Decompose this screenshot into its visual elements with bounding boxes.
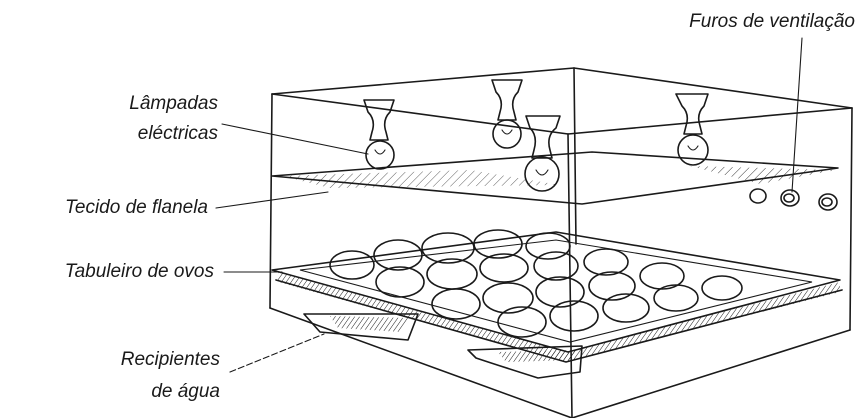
lamps-label-line2: eléctricas — [60, 122, 218, 145]
vent-holes-label: Furos de ventilação — [600, 10, 855, 33]
vent-holes — [750, 189, 837, 210]
water-containers-label-line2: de água — [40, 380, 220, 403]
bulb-2 — [492, 80, 522, 148]
lamps-label-line1: Lâmpadas — [60, 92, 218, 115]
incubator-box — [270, 68, 852, 418]
flannel-label: Tecido de flanela — [0, 196, 208, 219]
egg-tray-label: Tabuleiro de ovos — [0, 260, 214, 283]
water-containers-label-line1: Recipientes — [40, 348, 220, 371]
bulb-3 — [525, 116, 560, 191]
flannel-cloth — [272, 152, 838, 204]
bulb-4 — [676, 94, 708, 165]
